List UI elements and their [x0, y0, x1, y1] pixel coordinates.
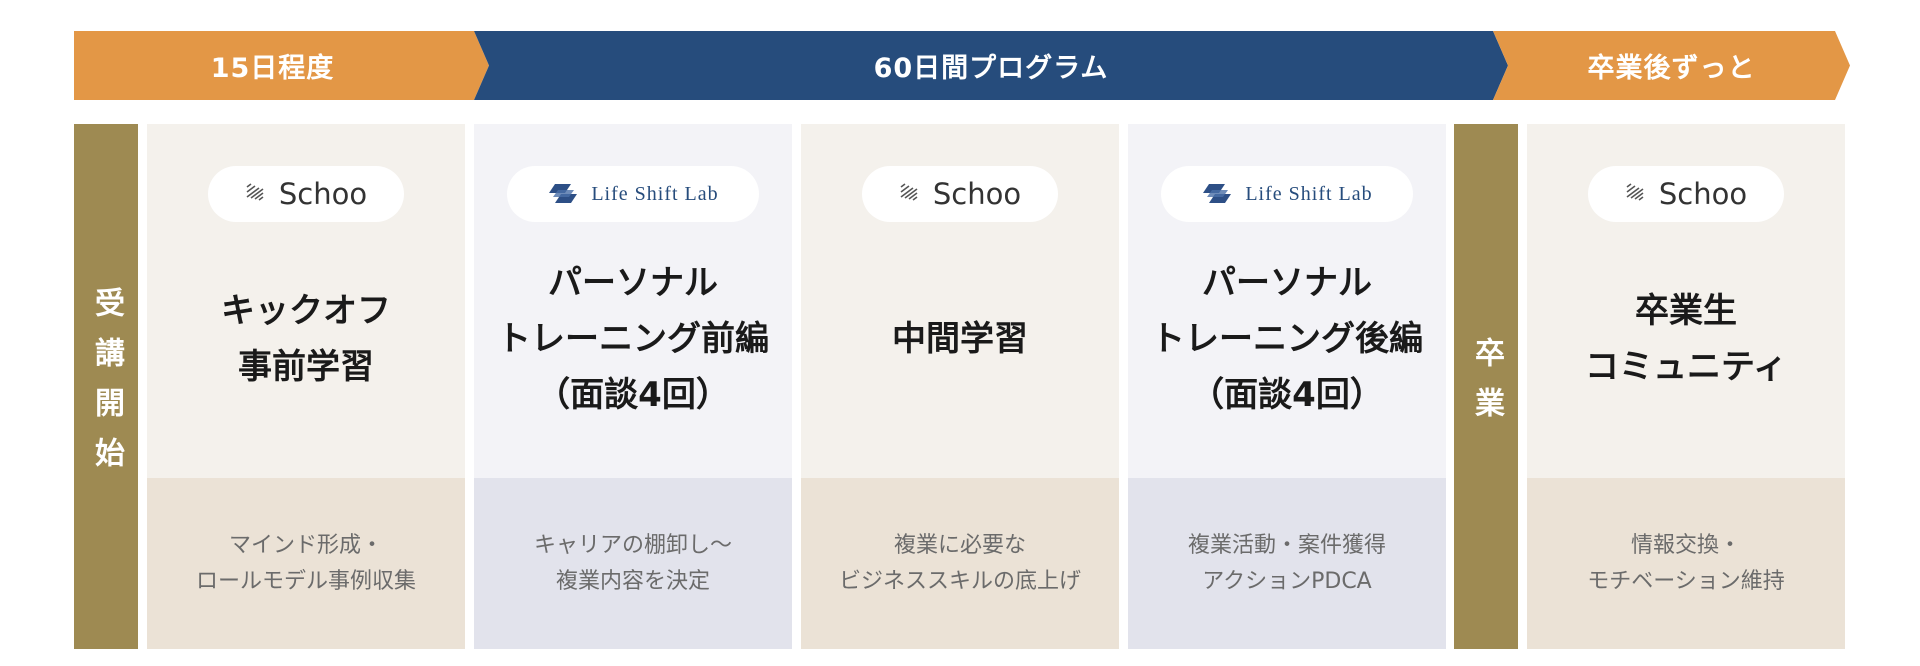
milestone-start: 受講開始	[74, 124, 138, 649]
logo-text: Schoo	[932, 177, 1022, 211]
card-description: 複業活動・案件獲得 アクションPDCA	[1128, 478, 1446, 649]
card-kickoff: Schoo キックオフ 事前学習 マインド形成・ ロールモデル事例収集	[147, 124, 465, 649]
phase-arrow-post: 卒業後ずっと	[1493, 31, 1850, 100]
logo-text: Life Shift Lab	[591, 182, 719, 205]
logo-schoo: Schoo	[1588, 166, 1784, 222]
phase-label: 卒業後ずっと	[1587, 53, 1756, 84]
logo-schoo: Schoo	[208, 166, 404, 222]
card-title: 卒業生 コミュニティ	[1585, 291, 1787, 387]
schoo-icon	[900, 183, 918, 201]
milestone-label: 卒業	[1469, 336, 1504, 437]
logo-schoo: Schoo	[862, 166, 1058, 222]
phase-arrow-program: 60日間プログラム	[474, 31, 1508, 100]
life-shift-lab-icon	[549, 184, 578, 203]
logo-text: Schoo	[1658, 177, 1748, 211]
phase-label: 60日間プログラム	[873, 53, 1109, 84]
logo-text: Schoo	[278, 177, 368, 211]
schoo-icon	[246, 183, 264, 201]
milestone-graduation: 卒業	[1454, 124, 1518, 649]
card-top: Schoo 中間学習	[801, 124, 1119, 478]
card-midterm-learning: Schoo 中間学習 複業に必要な ビジネススキルの底上げ	[801, 124, 1119, 649]
phase-label: 15日程度	[210, 53, 335, 84]
logo-life-shift-lab: Life Shift Lab	[1161, 166, 1413, 222]
card-description: 情報交換・ モチベーション維持	[1527, 478, 1845, 649]
card-title: パーソナル トレーニング前編 （面談4回）	[497, 263, 769, 415]
card-top: Schoo 卒業生 コミュニティ	[1527, 124, 1845, 478]
card-personal-training-second: Life Shift Lab パーソナル トレーニング後編 （面談4回） 複業活…	[1128, 124, 1446, 649]
card-description: マインド形成・ ロールモデル事例収集	[147, 478, 465, 649]
milestone-label: 受講開始	[89, 286, 124, 487]
card-description: 複業に必要な ビジネススキルの底上げ	[801, 478, 1119, 649]
card-top: Life Shift Lab パーソナル トレーニング後編 （面談4回）	[1128, 124, 1446, 478]
card-top: Life Shift Lab パーソナル トレーニング前編 （面談4回）	[474, 124, 792, 478]
card-title: キックオフ 事前学習	[221, 291, 391, 387]
card-personal-training-first: Life Shift Lab パーソナル トレーニング前編 （面談4回） キャリ…	[474, 124, 792, 649]
logo-life-shift-lab: Life Shift Lab	[507, 166, 759, 222]
schoo-icon	[1626, 183, 1644, 201]
life-shift-lab-icon	[1203, 184, 1232, 203]
card-title: パーソナル トレーニング後編 （面談4回）	[1151, 263, 1423, 415]
card-alumni-community: Schoo 卒業生 コミュニティ 情報交換・ モチベーション維持	[1527, 124, 1845, 649]
card-title: 中間学習	[892, 319, 1028, 359]
card-top: Schoo キックオフ 事前学習	[147, 124, 465, 478]
logo-text: Life Shift Lab	[1245, 182, 1373, 205]
card-description: キャリアの棚卸し〜 複業内容を決定	[474, 478, 792, 649]
phase-arrow-pre: 15日程度	[74, 31, 489, 100]
